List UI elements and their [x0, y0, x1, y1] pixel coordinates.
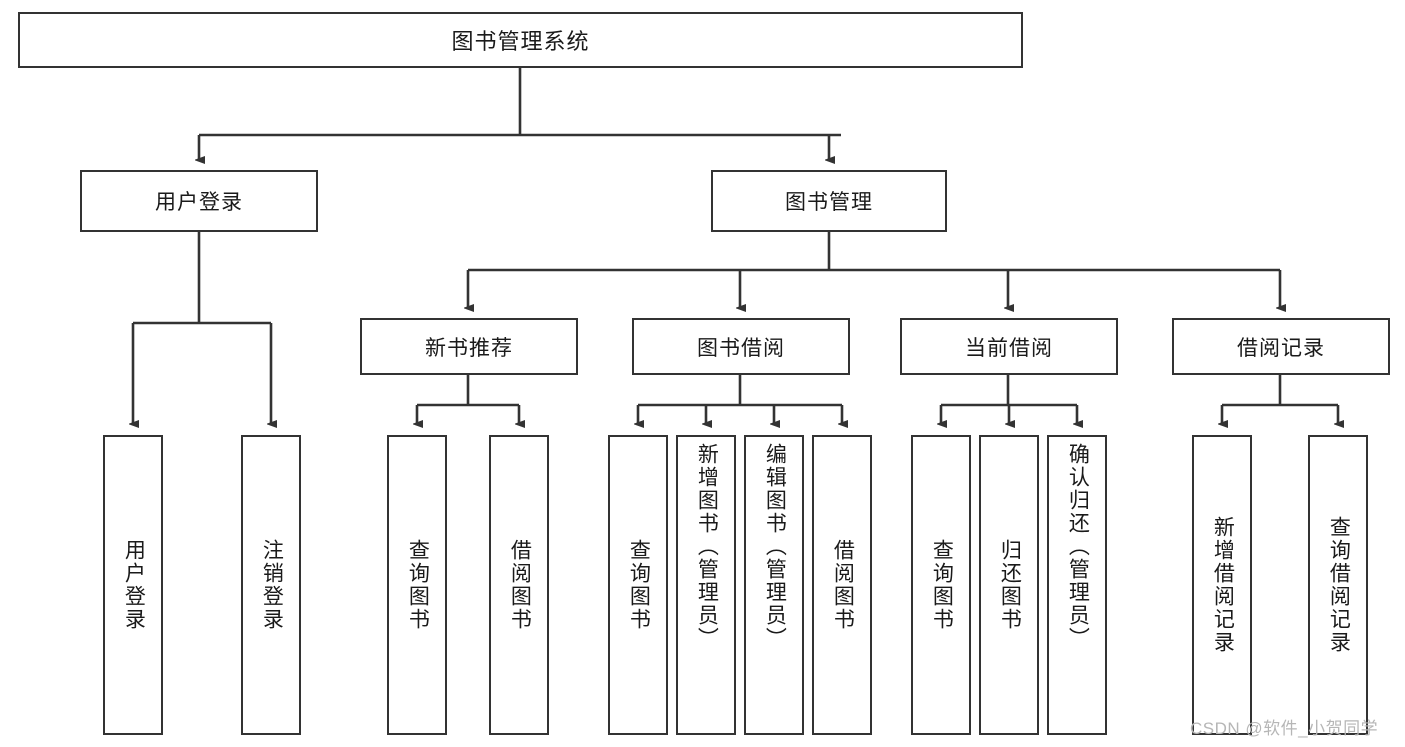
node-leaf-borrow-book-newbook[interactable]: 借阅图书 — [489, 435, 549, 735]
node-leaf-confirm-return-admin[interactable]: 确认归还（管理员） — [1047, 435, 1107, 735]
node-leaf-borrow-book-borrow[interactable]: 借阅图书 — [812, 435, 872, 735]
node-leaf-add-book-admin[interactable]: 新增图书（管理员） — [676, 435, 736, 735]
csdn-watermark: CSDN @软件_小贺同学 — [1190, 719, 1379, 738]
node-leaf-add-borrow-record[interactable]: 新增借阅记录 — [1192, 435, 1252, 735]
node-label: 确认归还（管理员） — [1066, 443, 1090, 650]
node-leaf-query-book-borrow[interactable]: 查询图书 — [608, 435, 668, 735]
node-label: 查询图书 — [627, 539, 651, 631]
node-new-book-recommendation[interactable]: 新书推荐 — [360, 318, 578, 375]
node-label: 图书管理系统 — [451, 29, 590, 54]
node-leaf-logout[interactable]: 注销登录 — [241, 435, 301, 735]
node-label: 新增借阅记录 — [1211, 516, 1235, 654]
node-label: 归还图书 — [998, 539, 1022, 631]
node-label: 用户登录 — [155, 191, 243, 214]
node-label: 图书管理 — [785, 191, 873, 214]
node-label: 图书借阅 — [697, 336, 785, 360]
node-leaf-query-borrow-record[interactable]: 查询借阅记录 — [1308, 435, 1368, 735]
node-borrowing-record[interactable]: 借阅记录 — [1172, 318, 1390, 375]
node-label: 借阅记录 — [1237, 336, 1325, 360]
node-leaf-query-book-newbook[interactable]: 查询图书 — [387, 435, 447, 735]
node-label: 查询借阅记录 — [1327, 516, 1351, 654]
node-label: 查询图书 — [930, 539, 954, 631]
node-label: 注销登录 — [260, 539, 284, 631]
node-root-book-management-system[interactable]: 图书管理系统 — [18, 12, 1023, 68]
node-user-login[interactable]: 用户登录 — [80, 170, 318, 232]
node-label: 编辑图书（管理员） — [763, 443, 787, 650]
node-label: 新书推荐 — [425, 336, 513, 360]
node-leaf-query-book-current[interactable]: 查询图书 — [911, 435, 971, 735]
node-leaf-return-book[interactable]: 归还图书 — [979, 435, 1039, 735]
node-label: 新增图书（管理员） — [695, 443, 719, 650]
node-label: 借阅图书 — [831, 539, 855, 631]
node-book-borrowing[interactable]: 图书借阅 — [632, 318, 850, 375]
node-label: 借阅图书 — [508, 539, 532, 631]
node-current-borrowing[interactable]: 当前借阅 — [900, 318, 1118, 375]
node-book-management[interactable]: 图书管理 — [711, 170, 947, 232]
node-label: 查询图书 — [406, 539, 430, 631]
node-label: 当前借阅 — [965, 336, 1053, 360]
node-label: 用户登录 — [122, 539, 146, 631]
node-leaf-edit-book-admin[interactable]: 编辑图书（管理员） — [744, 435, 804, 735]
node-leaf-user-login[interactable]: 用户登录 — [103, 435, 163, 735]
